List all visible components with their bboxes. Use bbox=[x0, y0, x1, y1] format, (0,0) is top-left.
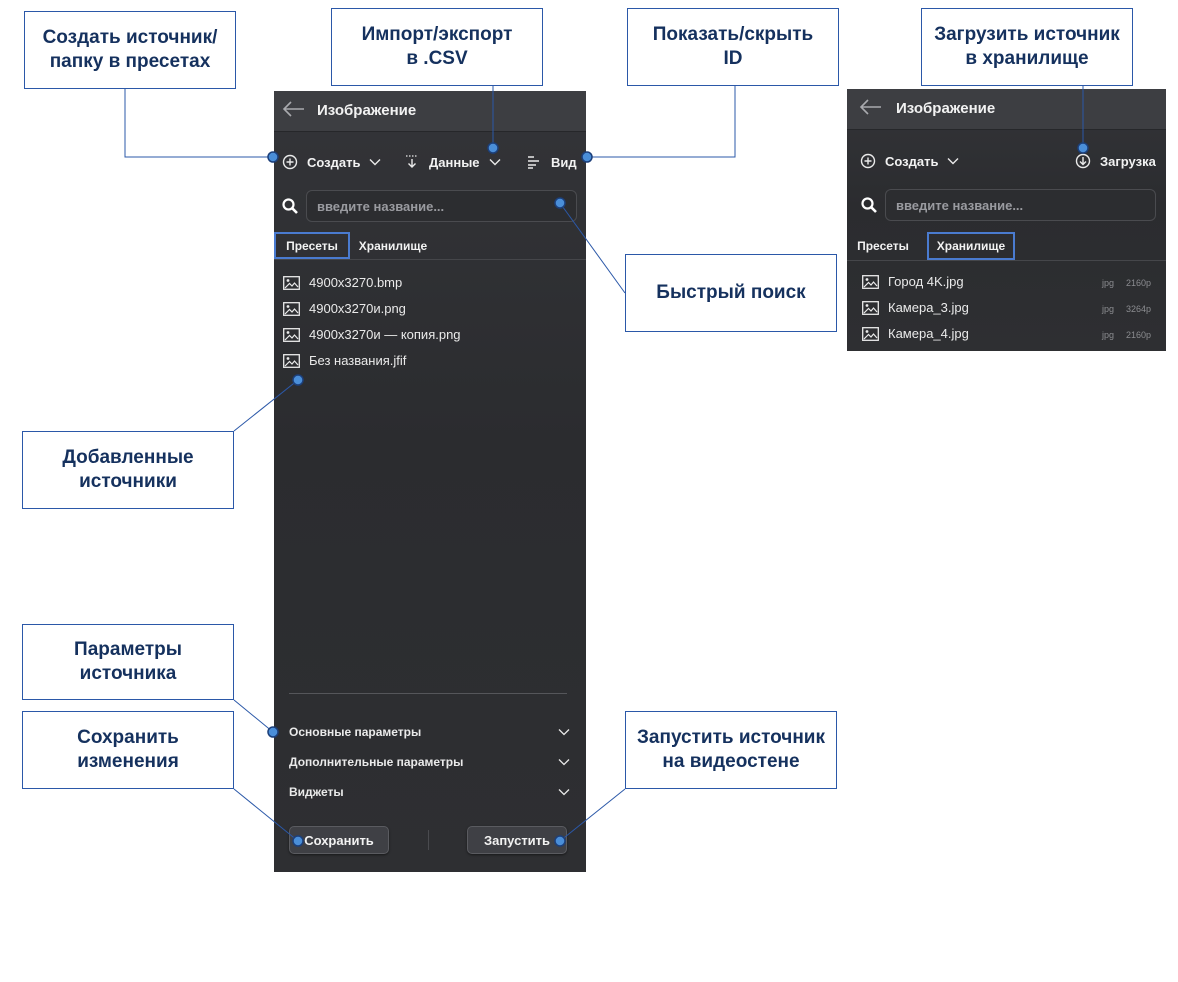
file-resolution: 2160p bbox=[1126, 330, 1152, 340]
callout-create: Создать источник/ папку в пресетах bbox=[24, 11, 236, 89]
list-item[interactable]: 4900x3270.bmp bbox=[283, 275, 402, 290]
file-name: Камера_4.jpg bbox=[888, 326, 969, 341]
search-placeholder: введите название... bbox=[896, 197, 1024, 213]
image-icon bbox=[862, 326, 879, 341]
tabs-divider bbox=[847, 260, 1166, 261]
search-placeholder: введите название... bbox=[317, 198, 445, 214]
callout-upload: Загрузить источник в хранилище bbox=[921, 8, 1133, 86]
data-menu-button[interactable]: Данные bbox=[404, 154, 501, 170]
chevron-down-icon bbox=[558, 789, 570, 796]
callout-save-changes: Сохранить изменения bbox=[22, 711, 234, 789]
plus-circle-icon bbox=[282, 154, 298, 170]
list-item[interactable]: Город 4K.jpg bbox=[862, 274, 964, 289]
file-ext: jpg bbox=[1102, 304, 1115, 314]
image-icon bbox=[283, 275, 300, 290]
plus-circle-icon bbox=[860, 153, 876, 169]
launch-label: Запустить bbox=[483, 832, 551, 848]
data-label: Данные bbox=[429, 154, 480, 170]
tab-storage[interactable]: Хранилище bbox=[354, 232, 432, 259]
file-ext: jpg bbox=[1102, 278, 1115, 288]
file-resolution: 3264p bbox=[1126, 304, 1152, 314]
callout-source-params: Параметры источника bbox=[22, 624, 234, 700]
file-name: 4900x3270.bmp bbox=[309, 275, 403, 290]
save-button[interactable]: Сохранить bbox=[289, 826, 389, 854]
tab-presets[interactable]: Пресеты bbox=[274, 232, 350, 259]
search-icon bbox=[281, 197, 299, 220]
download-circle-icon bbox=[1075, 153, 1091, 169]
create-button[interactable]: Создать bbox=[860, 153, 959, 169]
view-list-icon bbox=[528, 156, 539, 169]
panel-title: Изображение bbox=[896, 100, 996, 117]
launch-button[interactable]: Запустить bbox=[467, 826, 567, 854]
accordion-label: Дополнительные параметры bbox=[289, 755, 464, 769]
list-item[interactable]: Камера_3.jpg bbox=[862, 300, 969, 315]
accordion-label: Виджеты bbox=[289, 785, 344, 799]
list-item[interactable]: 4900x3270и.png bbox=[283, 301, 406, 316]
accordion-extra-params[interactable]: Дополнительные параметры bbox=[289, 752, 570, 772]
callout-import-export: Импорт/экспорт в .CSV bbox=[331, 8, 543, 86]
file-name: Город 4K.jpg bbox=[888, 274, 964, 289]
file-name: Без названия.jfif bbox=[309, 353, 407, 368]
params-divider bbox=[289, 693, 567, 694]
upload-label: Загрузка bbox=[1100, 153, 1156, 169]
list-item[interactable]: Без названия.jfif bbox=[283, 353, 406, 368]
chevron-down-icon bbox=[947, 158, 959, 165]
accordion-label: Основные параметры bbox=[289, 725, 422, 739]
image-icon bbox=[283, 327, 300, 342]
accordion-main-params[interactable]: Основные параметры bbox=[289, 722, 570, 742]
view-button[interactable]: Вид bbox=[526, 154, 577, 170]
tab-presets-label: Пресеты bbox=[857, 238, 909, 253]
import-export-icon bbox=[406, 155, 418, 168]
accordion-widgets[interactable]: Виджеты bbox=[289, 782, 570, 802]
tab-storage[interactable]: Хранилище bbox=[927, 232, 1015, 260]
search-input[interactable]: введите название... bbox=[306, 190, 577, 222]
tab-presets-label: Пресеты bbox=[286, 238, 338, 253]
callout-added-sources: Добавленные источники bbox=[22, 431, 234, 509]
search-input[interactable]: введите название... bbox=[885, 189, 1156, 221]
panel-header: Изображение bbox=[274, 91, 586, 132]
image-icon bbox=[283, 301, 300, 316]
view-label: Вид bbox=[551, 154, 577, 170]
panel-header: Изображение bbox=[847, 89, 1166, 130]
chevron-down-icon bbox=[369, 159, 381, 166]
image-icon bbox=[862, 300, 879, 315]
file-resolution: 2160p bbox=[1126, 278, 1152, 288]
create-button[interactable]: Создать bbox=[282, 154, 381, 170]
list-item[interactable]: 4900x3270и — копия.png bbox=[283, 327, 461, 342]
source-panel-presets: Изображение Создать Данные Вид введите н… bbox=[274, 91, 586, 872]
file-name: 4900x3270и — копия.png bbox=[309, 327, 461, 342]
file-ext: jpg bbox=[1102, 330, 1115, 340]
tabs-divider bbox=[274, 259, 586, 260]
chevron-down-icon bbox=[558, 729, 570, 736]
upload-button[interactable]: Загрузка bbox=[1075, 153, 1156, 169]
file-name: Камера_3.jpg bbox=[888, 300, 969, 315]
source-panel-storage: Изображение Создать Загрузка введите наз… bbox=[847, 89, 1166, 351]
chevron-down-icon bbox=[558, 759, 570, 766]
create-label: Создать bbox=[307, 154, 361, 170]
back-arrow-icon[interactable] bbox=[282, 99, 306, 119]
save-label: Сохранить bbox=[304, 832, 374, 848]
chevron-down-icon bbox=[489, 159, 501, 166]
tab-storage-label: Хранилище bbox=[358, 238, 428, 253]
callout-show-id: Показать/скрыть ID bbox=[627, 8, 839, 86]
panel-title: Изображение bbox=[317, 102, 417, 119]
back-arrow-icon[interactable] bbox=[859, 97, 883, 117]
callout-quick-search: Быстрый поиск bbox=[625, 254, 837, 332]
create-label: Создать bbox=[885, 153, 939, 169]
image-icon bbox=[283, 353, 300, 368]
buttons-separator bbox=[428, 830, 429, 850]
image-icon bbox=[862, 274, 879, 289]
callout-launch-on-wall: Запустить источник на видеостене bbox=[625, 711, 837, 789]
search-icon bbox=[860, 196, 878, 219]
tab-storage-label: Хранилище bbox=[936, 239, 1006, 253]
list-item[interactable]: Камера_4.jpg bbox=[862, 326, 969, 341]
tab-presets[interactable]: Пресеты bbox=[847, 232, 919, 259]
file-name: 4900x3270и.png bbox=[309, 301, 406, 316]
